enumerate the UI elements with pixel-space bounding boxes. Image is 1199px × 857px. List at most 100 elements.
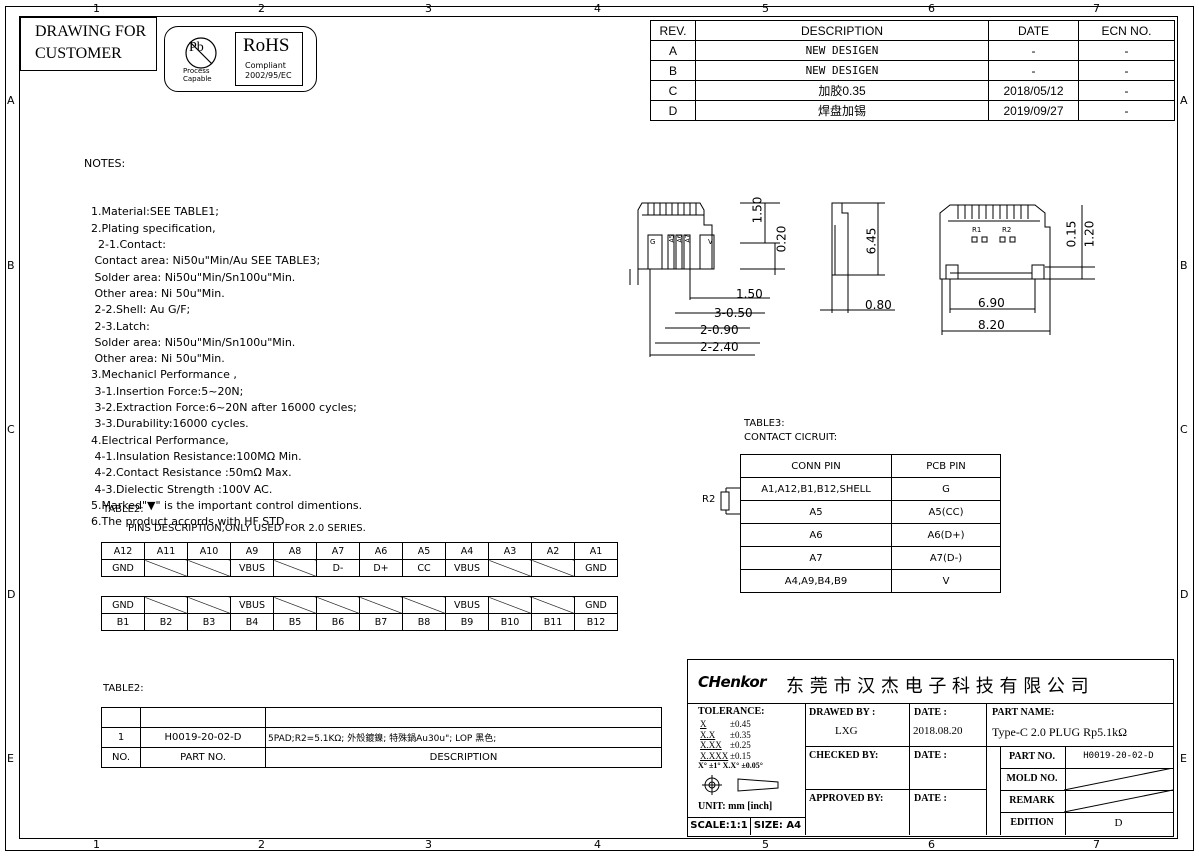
- note-line: Solder area: Ni50u"Min/Sn100u"Min.: [84, 270, 296, 284]
- zone-col-5: 5: [762, 2, 769, 15]
- zone-col-1-bottom: 1: [93, 838, 100, 851]
- tolerance-value: ±0.45: [730, 719, 751, 729]
- front-pad-g: [647, 234, 663, 270]
- rev-header: REV.: [650, 20, 696, 41]
- approved-date-label: DATE :: [914, 793, 947, 804]
- conn-pin-header: CONN PIN: [740, 454, 892, 478]
- zone-col-5-bottom: 5: [762, 838, 769, 851]
- zone-col-6: 6: [928, 2, 935, 15]
- pin-signal-cell: VBUS: [445, 559, 489, 577]
- rev-cell: C: [650, 80, 696, 101]
- pin-name-cell: A7: [316, 542, 360, 560]
- pin-name-cell: B11: [531, 613, 575, 631]
- pcb-pin-cell: A6(D+): [891, 523, 1001, 547]
- front-pin-a5: A5: [668, 234, 676, 243]
- pin-name-cell: A6: [359, 542, 403, 560]
- description-header: DESCRIPTION: [695, 20, 989, 41]
- ecn-header: ECN NO.: [1078, 20, 1175, 41]
- part-details-grid: PART NO. H0019-20-02-D MOLD NO. REMARK E…: [1000, 746, 1173, 835]
- conn-pin-cell: A5: [740, 500, 892, 524]
- rohs-inner-box: [235, 32, 303, 86]
- pin-signal-cell: [316, 596, 360, 614]
- pin-signal-cell: VBUS: [230, 596, 274, 614]
- rev-description-cell: NEW DESIGEN: [695, 60, 989, 81]
- tolerance-value: ±0.35: [730, 729, 751, 740]
- zone-row-e-right: E: [1180, 752, 1187, 765]
- tolerance-format: X.XXX: [700, 750, 729, 761]
- part-number-cell: H0019-20-02-D: [140, 727, 266, 748]
- connector-drawing: [629, 202, 1095, 357]
- tolerance-row: X.X ±0.35: [700, 730, 751, 741]
- resistor-symbol: [720, 487, 740, 515]
- front-view-contacts: [647, 203, 697, 215]
- scale-label: SCALE:1:1: [688, 817, 751, 835]
- revision-row: B NEW DESIGEN - -: [650, 60, 1175, 81]
- pin-name-cell: B5: [273, 613, 317, 631]
- rev-cell: B: [650, 60, 696, 81]
- revision-row: C 加胶0.35 2018/05/12 -: [650, 80, 1175, 101]
- pin-signal-cell: [187, 559, 231, 577]
- tolerance-row: X±0.45: [700, 719, 751, 730]
- dim-bottom-1-20: 1.20: [1082, 220, 1097, 248]
- front-pin-a6: A6: [676, 234, 684, 243]
- edition-value: D: [1114, 817, 1123, 829]
- pin-signal-cell: GND: [574, 596, 618, 614]
- pin-signal-cell: [144, 559, 188, 577]
- pin-name-cell: A11: [144, 542, 188, 560]
- front-pad-a5: [667, 234, 675, 270]
- zone-row-b: B: [7, 259, 15, 272]
- note-line: 2-1.Contact:: [84, 238, 166, 252]
- table2-pins-subtitle: PINS DESCRIPTION,ONLY USED FOR 2.0 SERIE…: [128, 523, 366, 534]
- part-no-value: H0019-20-02-D: [1083, 751, 1154, 761]
- rev-ecn-cell: -: [1078, 60, 1175, 81]
- zone-col-3-bottom: 3: [425, 838, 432, 851]
- pin-signal-cell: D+: [359, 559, 403, 577]
- rohs-compliant-label: Compliant: [245, 61, 286, 70]
- notes-block: NOTES: 1.Material:SEE TABLE1; 2.Plating …: [84, 123, 362, 547]
- r2-resistor-label: R2: [702, 494, 716, 505]
- conn-pin-cell: A1,A12,B1,B12,SHELL: [740, 477, 892, 501]
- zone-row-c-right: C: [1180, 423, 1188, 436]
- conn-pin-cell: A7: [740, 546, 892, 570]
- drawing-for-customer-box: DRAWING FOR CUSTOMER: [20, 17, 157, 71]
- description-header: DESCRIPTION: [265, 747, 662, 768]
- approvals-column: DRAWED BY : LXG CHECKED BY: APPROVED BY:: [805, 703, 910, 835]
- rohs-title: RoHS: [243, 35, 290, 56]
- note-line: 5.Marked"▼" is the important control dim…: [84, 498, 363, 512]
- pin-name-cell: A9: [230, 542, 274, 560]
- pin-name-cell: B1: [101, 613, 145, 631]
- front-pad-v: [699, 234, 715, 270]
- conn-pin-cell: A4,A9,B4,B9: [740, 569, 892, 593]
- pin-name-cell: A2: [531, 542, 575, 560]
- conn-pin-cell: A6: [740, 523, 892, 547]
- pin-name-cell: A1: [574, 542, 618, 560]
- note-line: 3-1.Insertion Force:5~20N;: [84, 384, 244, 398]
- mold-remark-hatch: [1064, 768, 1173, 812]
- zone-row-e: E: [7, 752, 14, 765]
- rev-cell: D: [650, 100, 696, 121]
- dim-bottom-8-20: 8.20: [978, 318, 1005, 332]
- pin-signal-cell: GND: [101, 559, 145, 577]
- note-line: 1.Material:SEE TABLE1;: [84, 205, 219, 219]
- pcb-pin-cell: V: [891, 569, 1001, 593]
- note-line: Solder area: Ni50u"Min/Sn100u"Min.: [84, 335, 296, 349]
- bottom-label-r1: R1: [972, 226, 982, 234]
- pin-name-cell: B12: [574, 613, 618, 631]
- pin-name-cell: B4: [230, 613, 274, 631]
- rev-cell: A: [650, 40, 696, 61]
- tolerance-format: X.X: [700, 729, 716, 740]
- front-pin-a7: A7: [684, 234, 692, 243]
- size-label: SIZE: A4: [750, 817, 806, 835]
- pin-name-cell: B6: [316, 613, 360, 631]
- parts-blank-row: [101, 707, 662, 728]
- pin-name-cell: B3: [187, 613, 231, 631]
- drawn-date-label: DATE :: [914, 707, 947, 718]
- customer-label: CUSTOMER: [35, 45, 122, 62]
- pin-name-cell: B7: [359, 613, 403, 631]
